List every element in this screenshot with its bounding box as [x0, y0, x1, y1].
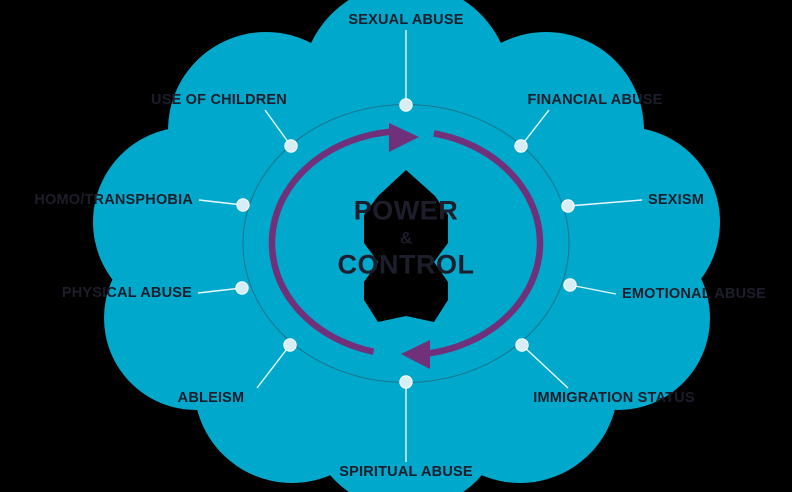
node-sexual-abuse: [399, 98, 413, 112]
node-ableism: [283, 338, 297, 352]
label-financial-abuse: FINANCIAL ABUSE: [527, 91, 663, 108]
arrowhead-top: [389, 123, 419, 152]
leader-line-immigration-status: [521, 344, 569, 389]
arrowhead-bottom: [401, 340, 430, 369]
label-sexual-abuse: SEXUAL ABUSE: [348, 11, 464, 28]
leader-line-homo-transphobia: [198, 199, 244, 206]
label-sexism: SEXISM: [648, 191, 704, 208]
leader-line-emotional-abuse: [569, 284, 617, 295]
node-immigration-status: [515, 338, 529, 352]
label-immigration-status: IMMIGRATION STATUS: [533, 389, 695, 406]
leader-line-use-of-children: [264, 109, 292, 147]
leader-line-financial-abuse: [520, 109, 550, 147]
leader-lines: [197, 30, 643, 462]
leader-line-physical-abuse: [197, 287, 243, 294]
leader-line-sexism: [567, 199, 643, 207]
center-diamond-shape: [364, 170, 448, 322]
leader-line-ableism: [256, 344, 291, 389]
node-sexism: [561, 199, 575, 213]
label-use-of-children: USE OF CHILDREN: [151, 91, 287, 108]
label-emotional-abuse: EMOTIONAL ABUSE: [622, 285, 766, 302]
label-ableism: ABLEISM: [177, 389, 245, 406]
node-homo-transphobia: [236, 198, 250, 212]
node-emotional-abuse: [563, 278, 577, 292]
node-physical-abuse: [235, 281, 249, 295]
cloud-background-shape: [93, 0, 720, 492]
node-financial-abuse: [514, 139, 528, 153]
node-markers: [235, 98, 577, 389]
circular-arrow: [268, 123, 544, 369]
label-spiritual-abuse: SPIRITUAL ABUSE: [339, 463, 473, 480]
node-use-of-children: [284, 139, 298, 153]
label-homo-transphobia: HOMO/TRANSPHOBIA: [34, 191, 193, 208]
node-spiritual-abuse: [399, 375, 413, 389]
label-physical-abuse: PHYSICAL ABUSE: [61, 284, 192, 301]
